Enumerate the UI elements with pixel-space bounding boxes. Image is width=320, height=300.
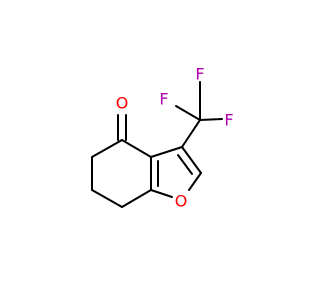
- structure-diagram: O O F F F: [91, 65, 234, 211]
- fluorine-right-label: F: [224, 111, 233, 130]
- bond-c6-c7: [91, 189, 123, 208]
- bond-c3-cf3: [181, 119, 201, 148]
- atom-labels: O O F F F: [116, 65, 234, 211]
- fluorine-left-label: F: [159, 90, 168, 109]
- bond-c4-c5: [91, 139, 123, 158]
- bond-o1-c7a: [150, 189, 173, 198]
- bond-c7-c7a: [121, 189, 152, 208]
- bond-c2-o1: [188, 172, 202, 191]
- carbonyl-oxygen-label: O: [116, 94, 129, 113]
- furan-oxygen-label: O: [175, 192, 188, 211]
- bonds: [91, 81, 223, 208]
- bond-c3a-c3: [150, 146, 183, 158]
- bond-c3-c2: [181, 146, 202, 174]
- bond-cf3-f-right: [199, 118, 223, 121]
- bond-c3-c2-inner: [177, 154, 193, 175]
- bond-c4-c3a: [121, 139, 152, 158]
- bond-cf3-f-left: [175, 105, 201, 121]
- fluorine-top-label: F: [195, 65, 204, 84]
